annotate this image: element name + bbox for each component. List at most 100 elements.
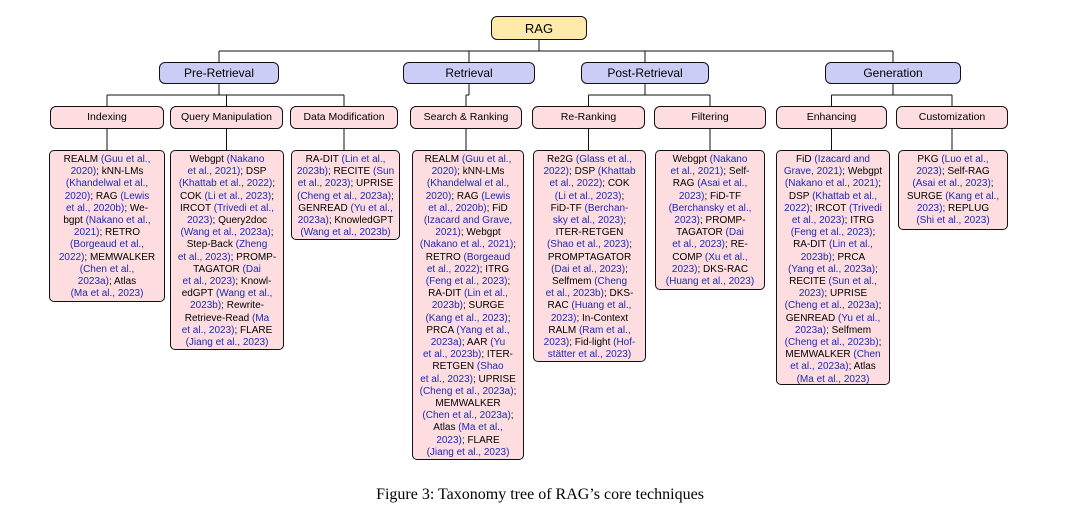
leaf-text-line: 2023); Query2doc	[174, 215, 280, 227]
method-text: ;	[878, 178, 882, 190]
leaf-text-line: 2023); PROMP-	[659, 215, 761, 227]
method-text: SURGE	[906, 190, 946, 202]
citation-text: (Khattab et al.,	[812, 190, 878, 202]
citation-text: (Cheng et al., 2023a)	[419, 385, 514, 397]
citation-text: (Yang et al., 2023a)	[788, 263, 876, 275]
citation-text: 2023a)	[430, 337, 462, 349]
leaf-text-line: (Berchansky et al.,	[659, 203, 761, 215]
method-text: ; Selfmem	[826, 324, 872, 336]
subcategory-query-manipulation: Query Manipulation	[170, 106, 283, 129]
leaf-text-line: REALM (Guu et al.,	[416, 154, 520, 166]
citation-text: 2020)	[431, 166, 458, 178]
leaf-text-line: 2023); REPLUG	[902, 203, 1004, 215]
leaf-text-line: 2022); DSP (Khattab	[537, 166, 642, 178]
citation-text: (Ram et al.,	[578, 324, 631, 336]
method-text: REALM	[424, 154, 462, 165]
leaf-text-line: 2023a); Atlas	[53, 276, 161, 288]
leaf-text-line: Selfmem (Cheng	[537, 276, 642, 288]
citation-text: (Khandelwal et al.,	[65, 178, 149, 190]
method-text: ; Self-	[723, 166, 750, 178]
leaf-text-line: REALM (Guu et al.,	[53, 154, 161, 166]
method-text: ; MEMWALKER	[84, 251, 156, 263]
leaf-text-line: et al., 2023); ITRG	[780, 215, 886, 227]
leaf-text-line: RECITE (Sun et al.,	[780, 276, 886, 288]
citation-text: (Li et al., 2023)	[554, 190, 622, 202]
method-text: ;	[272, 178, 276, 190]
citation-text: et al., 2023)	[672, 239, 726, 251]
leaf-text-line: 2023); DKS-RAC	[659, 264, 761, 276]
citation-text: (Dai	[725, 227, 744, 239]
method-text: ; FiD-TF	[704, 190, 742, 202]
leaf-text-line: 2020); RAG (Lewis	[416, 191, 520, 203]
citation-text: (Jiang et al., 2023)	[185, 337, 269, 349]
leaf-text-line: 2023); Self-RAG	[902, 166, 1004, 178]
citation-text: 2023)	[186, 215, 213, 227]
method-text: RA-DIT	[793, 239, 829, 251]
citation-text: (Wang et al., 2023a)	[180, 227, 271, 239]
leaf-text-line: 2023); FLARE	[416, 435, 520, 447]
leaf-text-line: (Shi et al., 2023)	[902, 215, 1004, 227]
leaf-text-line: et al., 2023); FLARE	[174, 325, 280, 337]
citation-text: (Li et al., 2023)	[204, 190, 272, 202]
method-text: ;	[507, 276, 511, 288]
method-text: RETGEN	[432, 361, 477, 373]
method-text: REALM	[63, 154, 101, 165]
citation-text: (Borgeaud	[463, 251, 511, 263]
leaf-text-line: (Wang et al., 2023b)	[295, 227, 396, 239]
leaf-text-line: et al., 2023); UPRISE	[295, 178, 396, 190]
leaf-text-line: et al., 2020b); We-	[53, 203, 161, 215]
citation-text: 2023a)	[794, 324, 827, 336]
citation-text: (Huang et al., 2023)	[665, 276, 755, 288]
method-text: ; DSP	[569, 166, 598, 178]
citation-text: sky et al., 2023)	[552, 215, 624, 227]
citation-text: (Jiang et al., 2023)	[426, 446, 510, 458]
method-text: FiD-TF	[550, 202, 585, 214]
method-text: GENREAD	[785, 312, 838, 324]
method-text: ; SURGE	[463, 300, 505, 312]
method-text: Re2G	[546, 154, 576, 165]
citation-text: 2023)	[543, 337, 570, 349]
citation-text: et al., 2021)	[670, 166, 724, 178]
citation-text: 2023)	[678, 190, 705, 202]
method-text: GENREAD	[298, 202, 351, 214]
citation-text: (Khattab	[597, 166, 636, 178]
method-text: ; ITER-	[481, 349, 514, 361]
method-text: COK	[180, 190, 205, 202]
citation-text: et al., 2021)	[187, 166, 241, 178]
method-text: ; RECITE	[328, 166, 374, 178]
citation-text: 2023a)	[77, 276, 109, 288]
method-text: Atlas	[433, 422, 459, 434]
method-text: DSP	[788, 190, 813, 202]
citation-text: (Lewis	[120, 190, 150, 202]
citation-text: et al., 2023b)	[545, 288, 604, 300]
method-text: edGPT	[181, 288, 216, 300]
citation-text: (Cheng et al., 2023a)	[297, 190, 392, 202]
citation-text: 2020)	[425, 190, 452, 202]
leaf-text-line: 2022); IRCOT (Trivedi	[780, 203, 886, 215]
leaf-text-line: et al., 2023a); Atlas	[780, 361, 886, 373]
method-text: ; UPRISE	[473, 373, 516, 385]
leaf-text-line: 2023); UPRISE	[780, 288, 886, 300]
citation-text: (Trivedi	[848, 202, 882, 214]
leaf-text-line: 2020); kNN-LMs	[416, 166, 520, 178]
method-text: RA-DIT	[305, 154, 342, 165]
leaf-text-line: sky et al., 2023);	[537, 215, 642, 227]
citation-text: (Chen	[853, 349, 881, 361]
leaf-text-line: stätter et al., 2023)	[537, 349, 642, 361]
citation-text: et al., 2023)	[181, 324, 235, 336]
leaf-text-line: Re2G (Glass et al.,	[537, 154, 642, 166]
method-text: ; PROMP-	[230, 251, 277, 263]
method-text: ;	[271, 190, 274, 202]
citation-text: 2021)	[73, 227, 100, 239]
figure-caption: Figure 3: Taxonomy tree of RAG’s core te…	[376, 486, 704, 503]
leaf-text-line: (Khandelwal et al.,	[53, 178, 161, 190]
citation-text: et al., 2023)	[177, 251, 231, 263]
leaf-text-line: ITER-RETGEN	[537, 227, 642, 239]
method-text: MEMWALKER	[435, 398, 501, 410]
citation-text: 2023)	[671, 263, 698, 275]
leaf-text-line: edGPT (Wang et al.,	[174, 288, 280, 300]
